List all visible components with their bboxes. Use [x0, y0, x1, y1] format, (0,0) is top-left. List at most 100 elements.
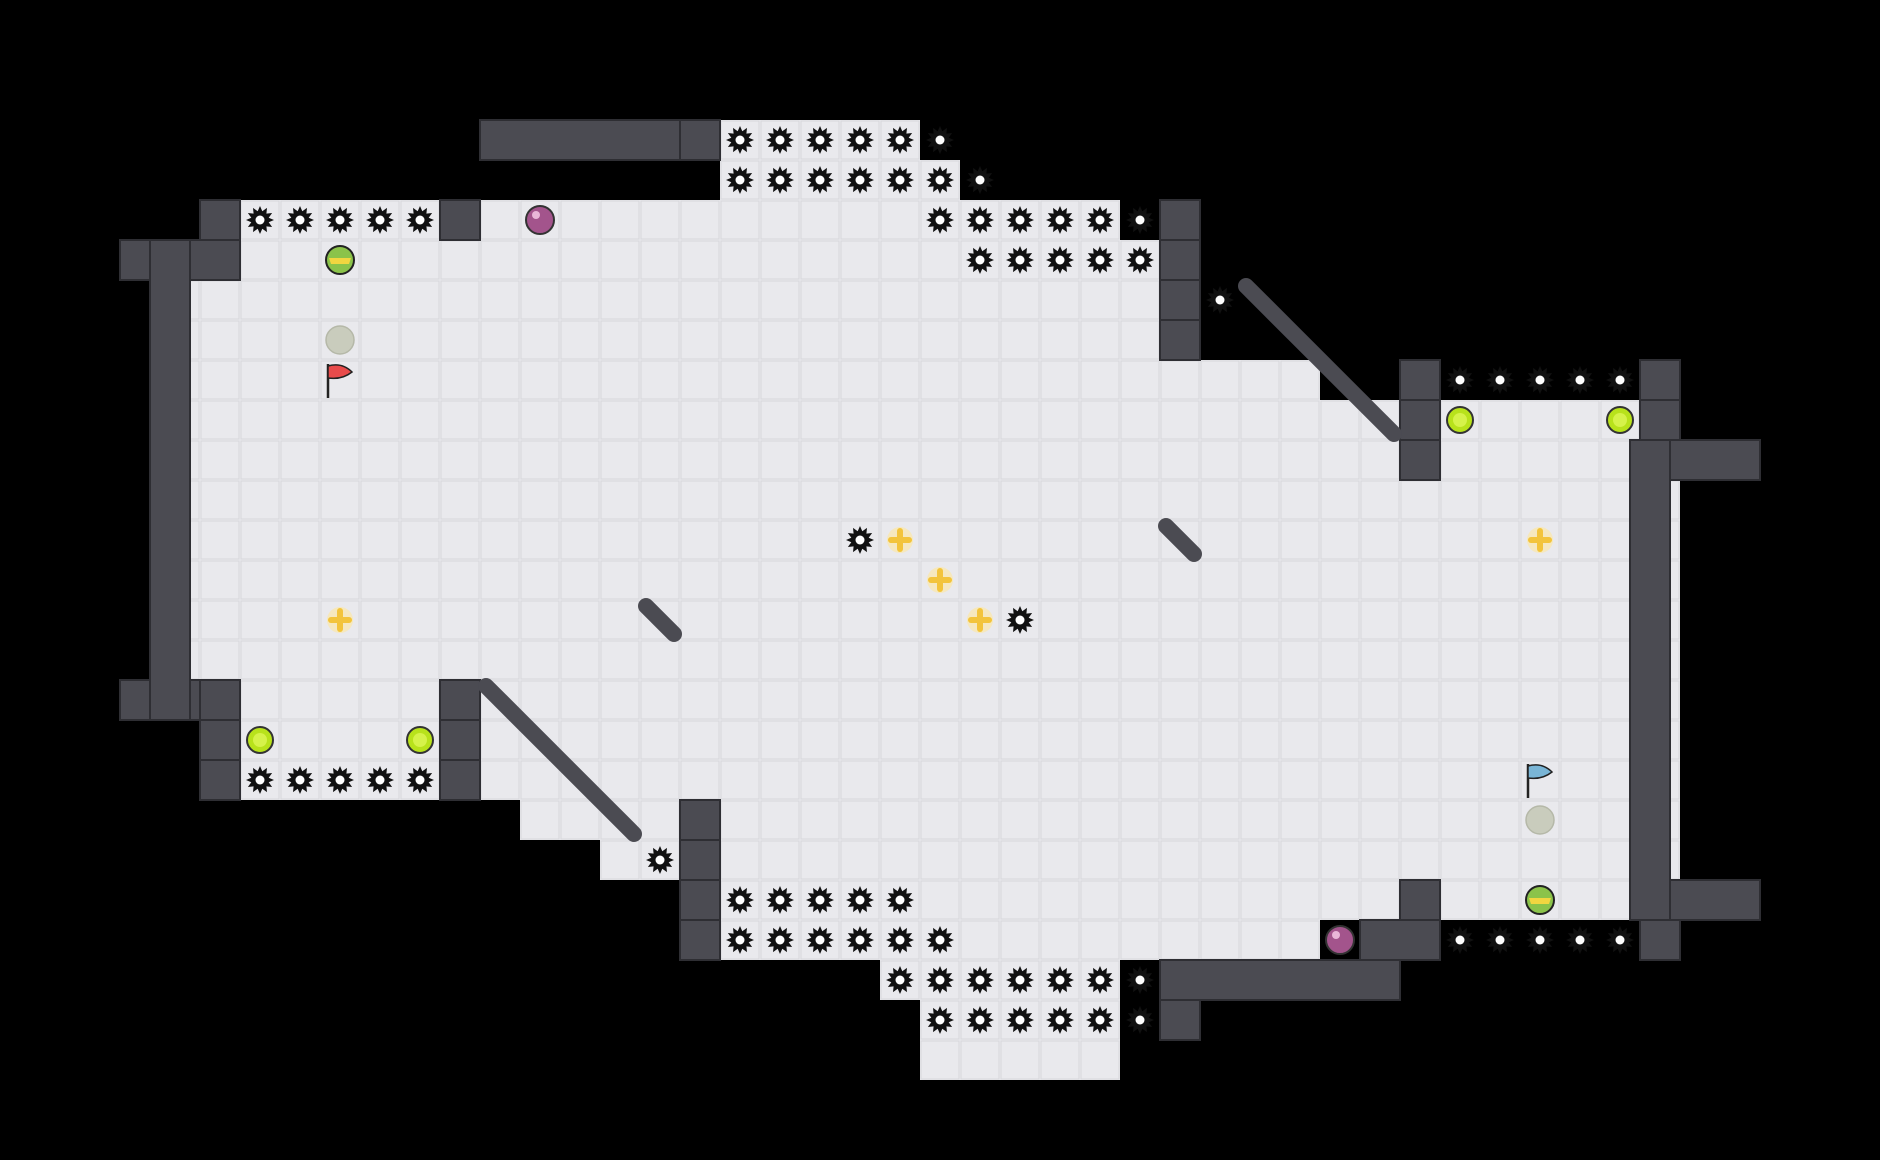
floor-tile — [720, 760, 760, 800]
floor-tile — [840, 240, 880, 280]
floor-tile — [560, 600, 600, 640]
spike-icon — [1006, 966, 1034, 994]
floor-tile — [960, 720, 1000, 760]
floor-tile — [680, 720, 720, 760]
floor-tile — [1480, 480, 1520, 520]
floor-tile — [1080, 360, 1120, 400]
floor-tile — [1560, 480, 1600, 520]
floor-tile — [600, 680, 640, 720]
floor-tile — [320, 600, 360, 640]
floor-tile — [320, 680, 360, 720]
floor-tile — [720, 720, 760, 760]
floor-tile — [1040, 360, 1080, 400]
floor-tile — [840, 480, 880, 520]
floor-tile — [680, 280, 720, 320]
floor-tile — [1440, 680, 1480, 720]
floor-tile — [960, 320, 1000, 360]
floor-tile — [1120, 800, 1160, 840]
floor-tile — [320, 280, 360, 320]
floor-tile — [480, 360, 520, 400]
floor-tile — [840, 120, 880, 160]
floor-tile — [400, 560, 440, 600]
floor-tile — [1120, 560, 1160, 600]
floor-tile — [200, 320, 240, 360]
floor-tile — [920, 640, 960, 680]
floor-tile — [1080, 640, 1120, 680]
floor-tile — [600, 280, 640, 320]
floor-tile — [1160, 880, 1200, 920]
floor-strip — [160, 480, 1680, 520]
floor-tile — [1480, 720, 1520, 760]
floor-tile — [1160, 400, 1200, 440]
floor-tile — [1120, 480, 1160, 520]
floor-tile — [920, 320, 960, 360]
floor-tile — [760, 480, 800, 520]
floor-tile — [560, 760, 600, 800]
floor-tile — [240, 280, 280, 320]
wall-block — [1159, 279, 1201, 321]
floor-tile — [960, 640, 1000, 680]
floor-tile — [1080, 880, 1120, 920]
floor-tile — [1240, 480, 1280, 520]
floor-tile — [840, 800, 880, 840]
floor-tile — [1040, 520, 1080, 560]
floor-tile — [280, 680, 320, 720]
floor-tile — [600, 560, 640, 600]
wall-block — [199, 199, 241, 241]
floor-tile — [1400, 680, 1440, 720]
floor-tile — [200, 360, 240, 400]
floor-tile — [1120, 880, 1160, 920]
floor-tile — [760, 800, 800, 840]
diagonal-wall — [638, 598, 682, 642]
floor-tile — [720, 440, 760, 480]
floor-tile — [920, 160, 960, 200]
floor-tile — [1200, 520, 1240, 560]
floor-tile — [320, 400, 360, 440]
floor-tile — [320, 720, 360, 760]
floor-tile — [400, 400, 440, 440]
floor-tile — [400, 440, 440, 480]
wall-block — [1159, 319, 1201, 361]
floor-tile — [1120, 720, 1160, 760]
floor-tile — [1520, 560, 1560, 600]
floor-tile — [1440, 640, 1480, 680]
floor-tile — [1120, 680, 1160, 720]
floor-tile — [320, 200, 360, 240]
floor-tile — [680, 200, 720, 240]
floor-tile — [200, 560, 240, 600]
floor-tile — [1320, 840, 1360, 880]
floor-tile — [1200, 760, 1240, 800]
floor-tile — [920, 280, 960, 320]
floor-tile — [960, 600, 1000, 640]
spike-icon — [766, 166, 794, 194]
floor-tile — [440, 280, 480, 320]
floor-tile — [1080, 240, 1120, 280]
spike-icon — [886, 126, 914, 154]
floor-tile — [720, 240, 760, 280]
floor-strip — [160, 600, 1680, 640]
floor-tile — [920, 1040, 960, 1080]
floor-tile — [1480, 560, 1520, 600]
floor-tile — [360, 360, 400, 400]
floor-tile — [280, 720, 320, 760]
floor-tile — [1480, 840, 1520, 880]
floor-tile — [720, 560, 760, 600]
floor-tile — [1280, 640, 1320, 680]
floor-tile — [760, 400, 800, 440]
floor-tile — [1000, 440, 1040, 480]
spike-icon — [1606, 366, 1634, 394]
floor-tile — [1440, 480, 1480, 520]
floor-strip — [160, 640, 1680, 680]
floor-tile — [920, 680, 960, 720]
floor-tile — [400, 520, 440, 560]
floor-tile — [360, 320, 400, 360]
floor-tile — [800, 560, 840, 600]
floor-tile — [760, 680, 800, 720]
floor-tile — [1000, 720, 1040, 760]
floor-tile — [1480, 880, 1520, 920]
floor-tile — [1040, 480, 1080, 520]
spike-icon — [806, 126, 834, 154]
wall-block — [679, 799, 721, 841]
floor-tile — [1160, 440, 1200, 480]
floor-tile — [720, 160, 760, 200]
